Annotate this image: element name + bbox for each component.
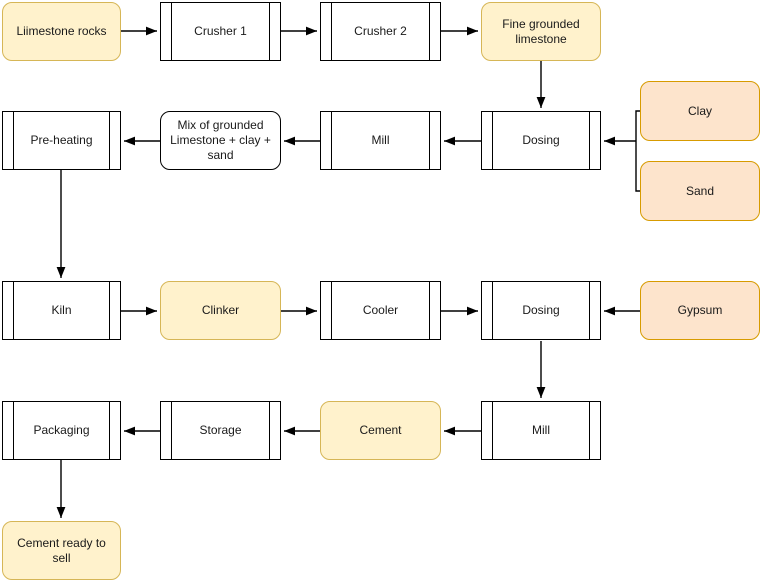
process-bar-right bbox=[429, 280, 430, 341]
node-label: Gypsum bbox=[677, 303, 723, 317]
node-label: Packaging bbox=[33, 423, 90, 437]
node-cement[interactable]: Cement bbox=[320, 401, 441, 460]
node-label: Crusher 2 bbox=[354, 24, 407, 38]
process-bar-left bbox=[13, 110, 14, 171]
node-label: Sand bbox=[685, 183, 715, 198]
node-mill-raw[interactable]: Mill bbox=[320, 110, 441, 171]
node-limestone-rocks[interactable]: Liimestone rocks bbox=[2, 2, 121, 61]
node-label: Dosing bbox=[522, 133, 560, 147]
node-crusher-1[interactable]: Crusher 1 bbox=[160, 1, 281, 62]
process-bar-left bbox=[492, 110, 493, 171]
node-fine-grounded-limestone[interactable]: Fine grounded limestone bbox=[481, 2, 601, 61]
process-bar-right bbox=[429, 1, 430, 62]
node-dosing-cement[interactable]: Dosing bbox=[481, 280, 601, 341]
process-bar-left bbox=[13, 400, 14, 461]
process-bar-right bbox=[109, 280, 110, 341]
node-crusher-2[interactable]: Crusher 2 bbox=[320, 1, 441, 62]
node-label: Mix of grounded Limestone + clay + sand bbox=[170, 118, 271, 162]
node-cooler[interactable]: Cooler bbox=[320, 280, 441, 341]
node-label: Liimestone rocks bbox=[16, 24, 107, 38]
process-bar-right bbox=[269, 400, 270, 461]
node-pre-heating[interactable]: Pre-heating bbox=[2, 110, 121, 171]
node-storage[interactable]: Storage bbox=[160, 400, 281, 461]
node-clay[interactable]: Clay bbox=[640, 81, 760, 141]
process-bar-left bbox=[13, 280, 14, 341]
node-label: Clinker bbox=[201, 303, 240, 317]
node-label: Crusher 1 bbox=[194, 24, 247, 38]
node-label: Mill bbox=[371, 133, 390, 147]
node-label: Dosing bbox=[522, 303, 560, 317]
process-bar-left bbox=[331, 280, 332, 341]
node-kiln[interactable]: Kiln bbox=[2, 280, 121, 341]
process-bar-left bbox=[492, 400, 493, 461]
process-bar-right bbox=[269, 1, 270, 62]
process-bar-left bbox=[331, 110, 332, 171]
node-mill-cement[interactable]: Mill bbox=[481, 400, 601, 461]
node-packaging[interactable]: Packaging bbox=[2, 400, 121, 461]
node-clinker[interactable]: Clinker bbox=[160, 281, 281, 340]
node-label: Cement ready to sell bbox=[17, 535, 106, 565]
node-label: Fine grounded limestone bbox=[502, 16, 580, 46]
node-label: Clay bbox=[687, 103, 712, 118]
process-bar-right bbox=[589, 400, 590, 461]
node-label: Cement bbox=[359, 423, 402, 437]
process-bar-right bbox=[109, 110, 110, 171]
process-bar-left bbox=[492, 280, 493, 341]
process-bar-left bbox=[171, 1, 172, 62]
node-label: Cooler bbox=[362, 303, 399, 317]
node-label: Kiln bbox=[51, 303, 72, 317]
process-bar-right bbox=[589, 110, 590, 171]
node-sand[interactable]: Sand bbox=[640, 161, 760, 221]
process-bar-left bbox=[331, 1, 332, 62]
node-cement-ready-to-sell[interactable]: Cement ready to sell bbox=[2, 521, 121, 580]
process-bar-right bbox=[589, 280, 590, 341]
process-bar-left bbox=[171, 400, 172, 461]
node-mix-of-grounded-materials[interactable]: Mix of grounded Limestone + clay + sand bbox=[160, 111, 281, 170]
process-bar-right bbox=[429, 110, 430, 171]
node-label: Storage bbox=[199, 423, 242, 437]
node-dosing-raw[interactable]: Dosing bbox=[481, 110, 601, 171]
node-gypsum[interactable]: Gypsum bbox=[640, 281, 760, 340]
process-bar-right bbox=[109, 400, 110, 461]
node-label: Pre-heating bbox=[30, 133, 93, 147]
node-label: Mill bbox=[532, 423, 550, 437]
